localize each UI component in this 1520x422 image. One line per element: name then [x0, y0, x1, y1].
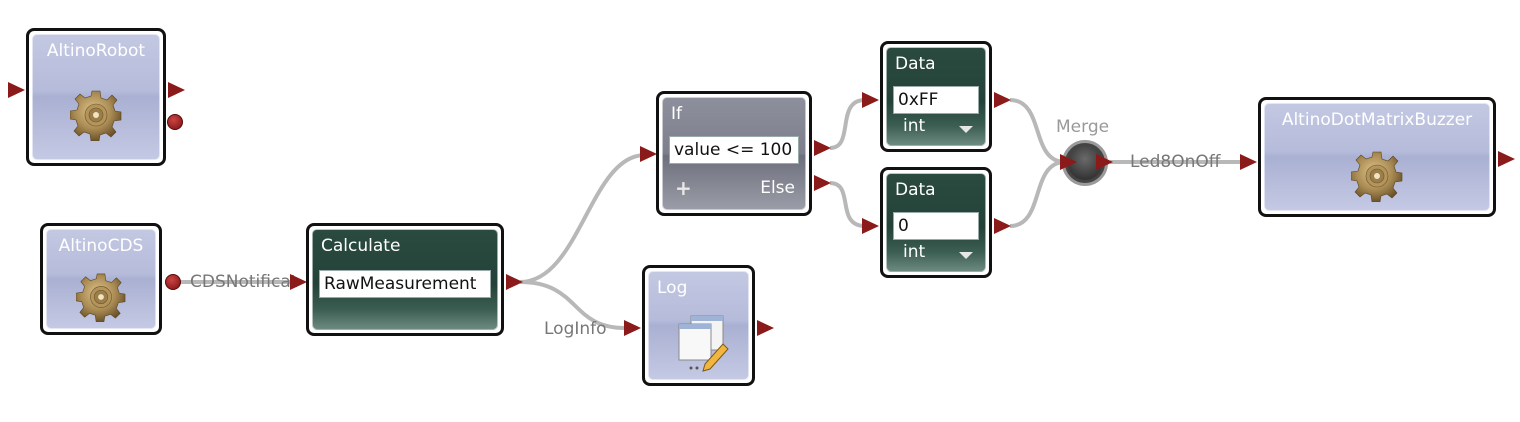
- data-true-node[interactable]: Data 0xFF int: [880, 41, 992, 152]
- log-info-label: LogInfo: [544, 319, 607, 339]
- data-true-value-input[interactable]: 0xFF: [893, 86, 979, 114]
- calculate-node[interactable]: Calculate RawMeasurement: [306, 223, 504, 336]
- if-node[interactable]: If value <= 100 + Else: [656, 91, 812, 216]
- altino-robot-output-port[interactable]: [168, 82, 185, 98]
- data-true-output-port[interactable]: [994, 92, 1011, 108]
- buzzer-output-port[interactable]: [1498, 151, 1515, 167]
- log-output-port[interactable]: [757, 320, 774, 336]
- if-true-output-port[interactable]: [814, 140, 831, 156]
- data-true-type-dropdown[interactable]: int: [887, 116, 985, 142]
- wire-data2-to-merge: [1009, 160, 1066, 228]
- altino-robot-title: AltinoRobot: [46, 41, 146, 61]
- gear-icon: [1351, 150, 1403, 202]
- data-false-title: Data: [895, 180, 936, 200]
- if-else-output-port[interactable]: [814, 175, 831, 191]
- altino-robot-notification-port[interactable]: [167, 114, 183, 130]
- dot-matrix-buzzer-title: AltinoDotMatrixBuzzer: [1281, 110, 1473, 130]
- wire-if-true-to-data: [829, 98, 866, 150]
- log-node[interactable]: Log: [642, 265, 755, 386]
- calculate-output-port[interactable]: [506, 274, 523, 290]
- calculate-input-port[interactable]: [290, 274, 307, 290]
- altino-cds-node[interactable]: AltinoCDS: [40, 223, 162, 335]
- gear-icon: [70, 89, 122, 141]
- merge-title: Merge: [1056, 117, 1110, 137]
- gear-icon: [76, 272, 126, 322]
- led8-on-off-label: Led8OnOff: [1130, 152, 1221, 172]
- dot-matrix-buzzer-node[interactable]: AltinoDotMatrixBuzzer: [1258, 97, 1496, 217]
- altino-cds-notification-port[interactable]: [165, 274, 181, 290]
- calculate-title: Calculate: [321, 236, 401, 256]
- if-input-port[interactable]: [640, 146, 657, 162]
- wire-calculate-to-if: [519, 153, 646, 284]
- calculate-expression-input[interactable]: RawMeasurement: [319, 270, 491, 298]
- wire-if-else-to-data: [829, 181, 866, 228]
- data-false-type-dropdown[interactable]: int: [887, 242, 985, 268]
- data-false-input-port[interactable]: [862, 218, 879, 234]
- wire-data1-to-merge: [1009, 98, 1066, 164]
- chevron-down-icon: [959, 126, 973, 133]
- add-condition-button[interactable]: +: [675, 176, 692, 200]
- log-title: Log: [657, 278, 688, 298]
- buzzer-input-port[interactable]: [1240, 154, 1257, 170]
- data-true-type-value: int: [903, 116, 926, 136]
- data-true-title: Data: [895, 54, 936, 74]
- altino-robot-node[interactable]: AltinoRobot: [26, 28, 166, 166]
- merge-output-port[interactable]: [1096, 154, 1113, 170]
- if-title: If: [671, 104, 682, 124]
- cds-notification-label: CDSNotificat: [190, 272, 298, 292]
- wire-calculate-to-log: [519, 280, 626, 330]
- merge-input-port[interactable]: [1060, 154, 1077, 170]
- chevron-down-icon: [959, 252, 973, 259]
- data-false-output-port[interactable]: [994, 218, 1011, 234]
- altino-robot-input-port[interactable]: [8, 82, 25, 98]
- log-input-port[interactable]: [624, 320, 641, 336]
- data-false-type-value: int: [903, 242, 926, 262]
- altino-cds-title: AltinoCDS: [58, 236, 144, 256]
- if-condition-input[interactable]: value <= 100: [669, 136, 799, 164]
- data-true-input-port[interactable]: [862, 92, 879, 108]
- data-false-value-input[interactable]: 0: [893, 212, 979, 240]
- data-false-node[interactable]: Data 0 int: [880, 167, 992, 278]
- else-label: Else: [760, 178, 795, 198]
- log-window-icon: [678, 315, 729, 372]
